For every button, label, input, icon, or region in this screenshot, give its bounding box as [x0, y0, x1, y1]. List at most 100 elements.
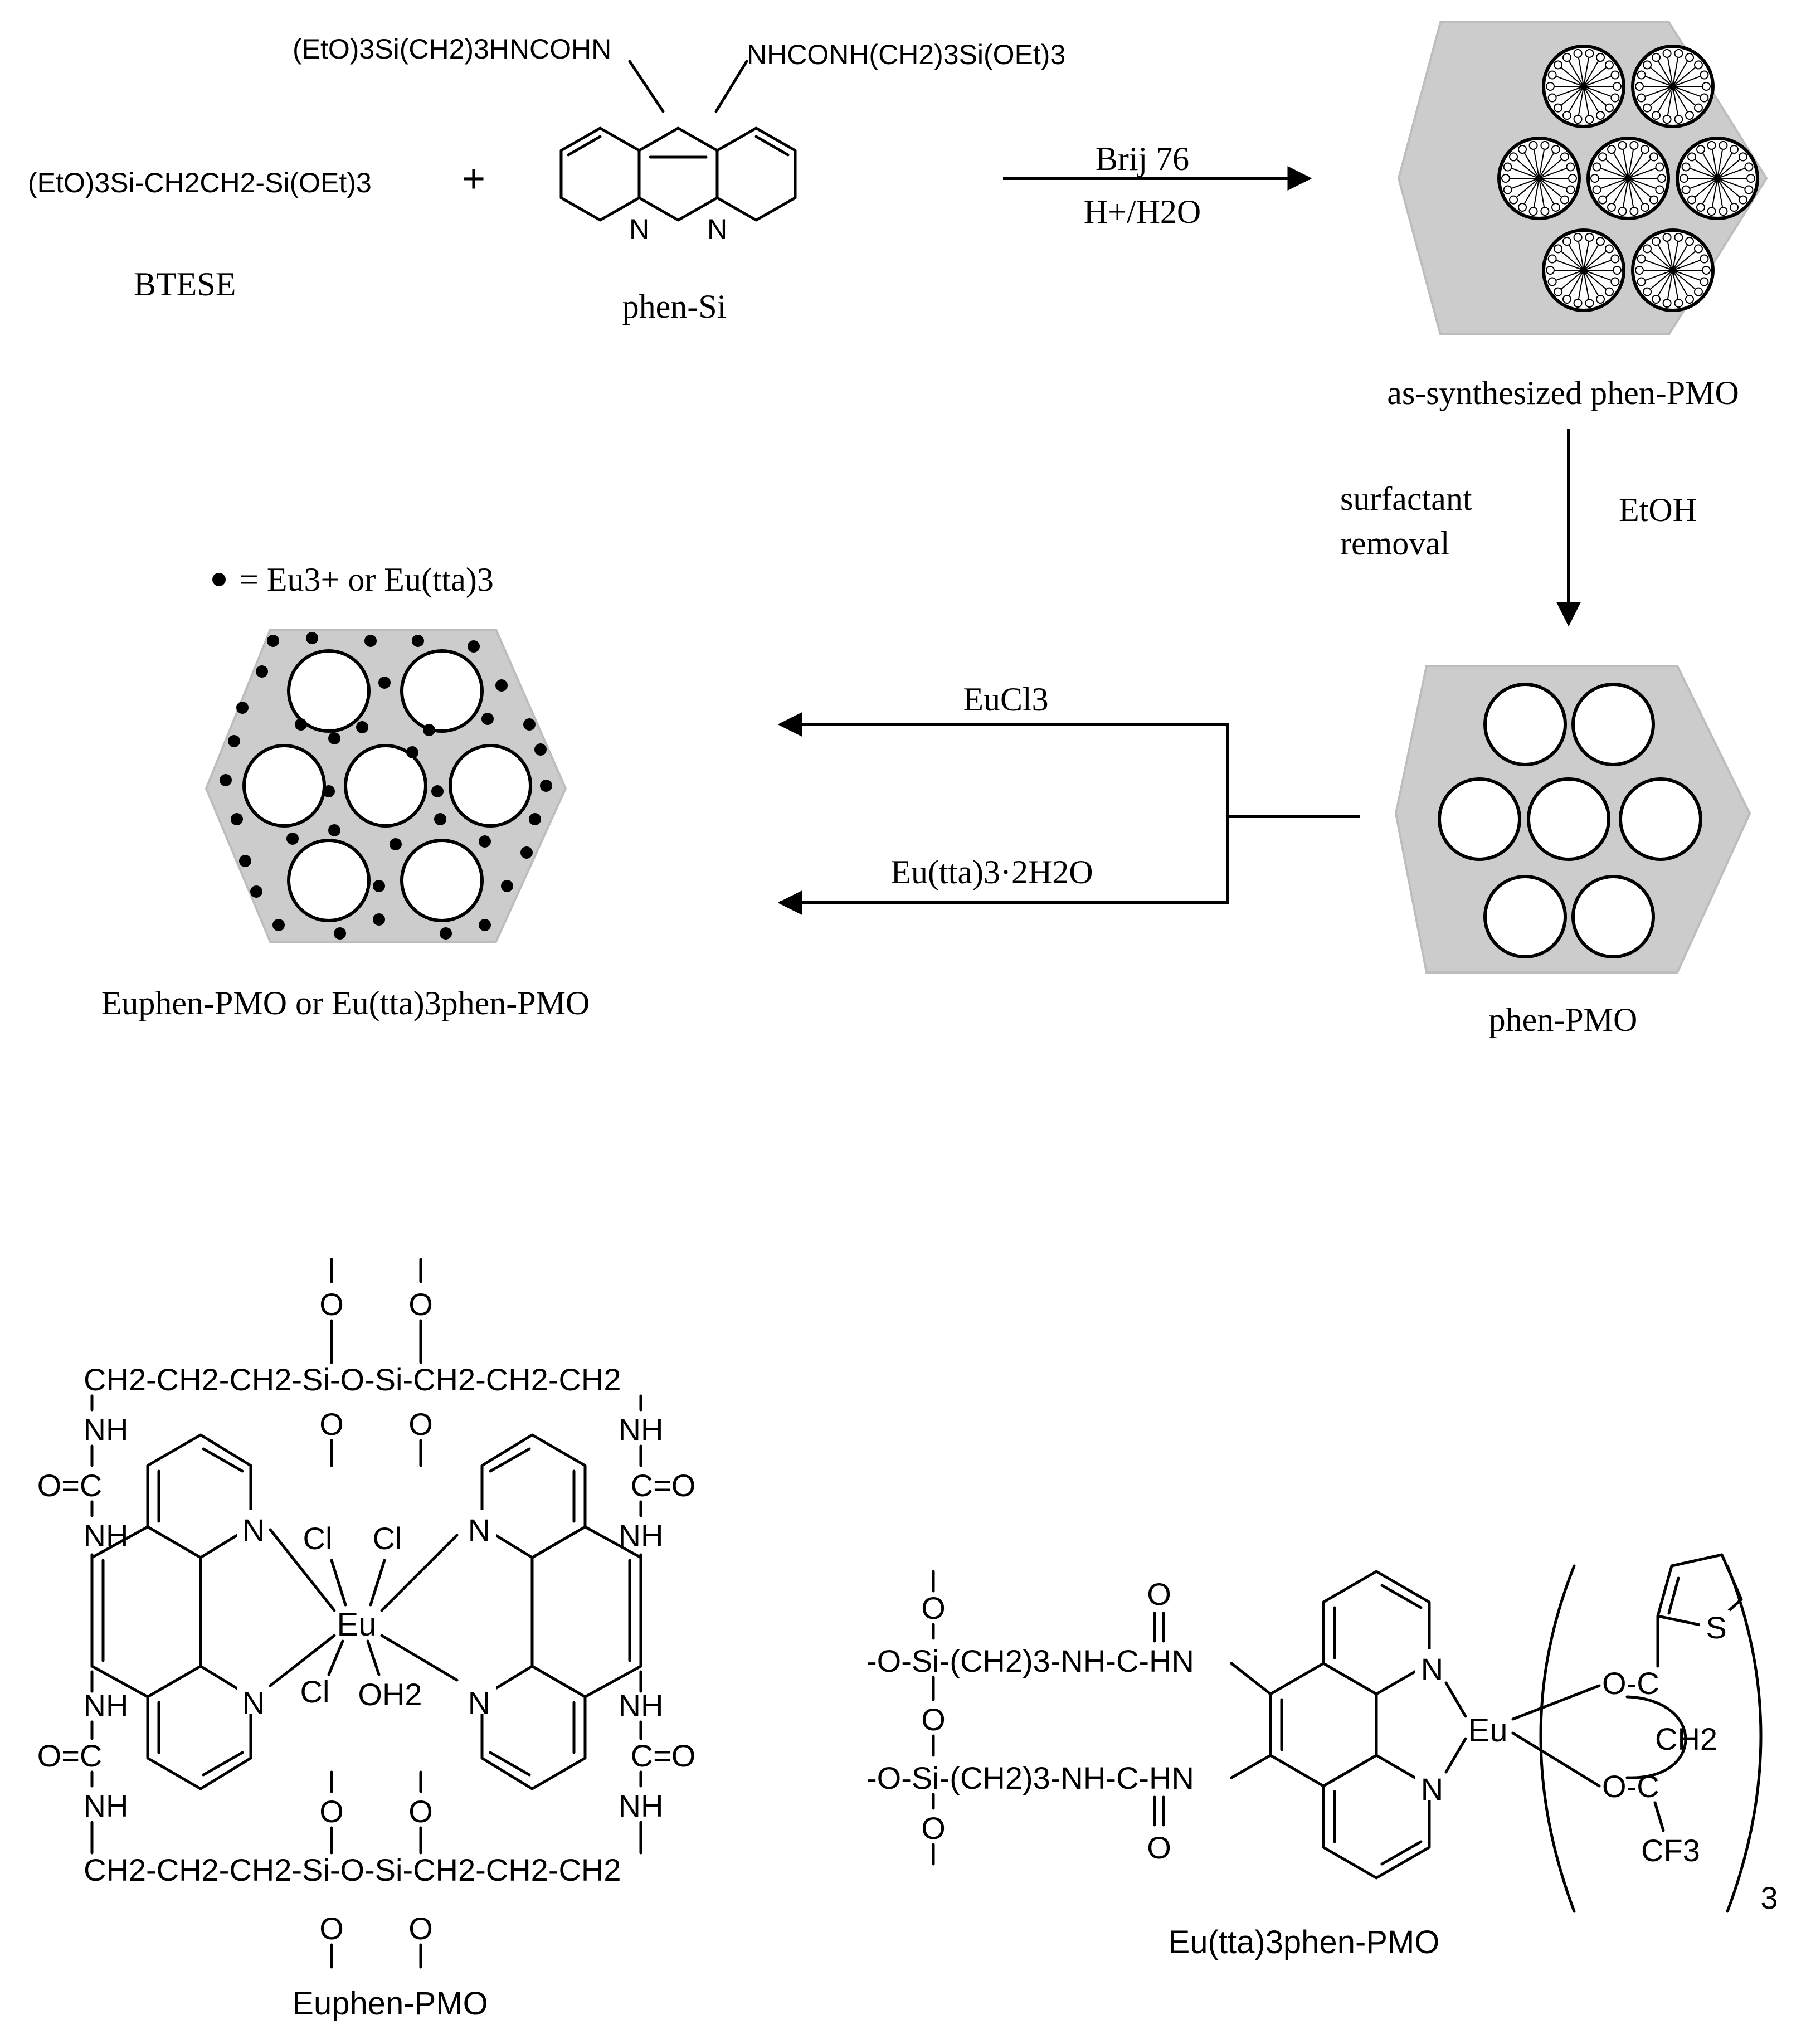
reagent-brij: Brij 76	[1096, 140, 1189, 177]
svg-text:3: 3	[1760, 1880, 1778, 1915]
legend-dot	[212, 573, 226, 586]
eu-dot	[256, 665, 268, 678]
surfactant-micelle	[1586, 137, 1670, 220]
surfactant-micelle	[1542, 228, 1625, 312]
svg-text:CF3: CF3	[1641, 1833, 1700, 1868]
svg-text:N: N	[1421, 1772, 1443, 1807]
svg-text:O: O	[1147, 1830, 1171, 1865]
svg-text:O-C: O-C	[1602, 1666, 1659, 1701]
as-synthesized-pmo-particle	[1397, 21, 1768, 335]
eu-dot	[540, 780, 552, 792]
svg-text:N: N	[242, 1685, 265, 1720]
svg-text:O: O	[408, 1794, 433, 1829]
eu-dot	[534, 743, 547, 756]
svg-text:Cl: Cl	[303, 1521, 333, 1556]
eu-dot	[328, 732, 340, 744]
removal-label-2: removal	[1340, 525, 1450, 562]
phen-si-n-right: N	[707, 213, 727, 245]
eu-dot	[481, 713, 494, 725]
eu-dot	[272, 919, 285, 931]
phen-si-left-substituent: (EtO)3Si(CH2)3HNCOHN	[293, 33, 611, 65]
svg-text:O: O	[319, 1287, 344, 1322]
eutta-label: Eu(tta)3phen-PMO	[1169, 1924, 1440, 1960]
eu-dot	[228, 735, 240, 747]
eu-dot	[250, 885, 262, 898]
svg-text:NH: NH	[84, 1688, 129, 1723]
eu-dot	[529, 813, 541, 825]
eu-dot	[364, 635, 377, 647]
svg-text:O-C: O-C	[1602, 1769, 1659, 1804]
removal-solvent: EtOH	[1619, 491, 1697, 528]
eu-dot	[479, 835, 491, 848]
eu-dot	[373, 913, 385, 926]
euphen-pmo-particle	[205, 629, 567, 943]
eu-dot	[334, 927, 346, 940]
svg-text:NH: NH	[619, 1788, 664, 1823]
svg-text:O: O	[319, 1407, 344, 1442]
phen-si-n-left: N	[629, 213, 649, 245]
phen-pmo-label: phen-PMO	[1489, 1001, 1638, 1038]
euphen-bottom-chain: CH2-CH2-CH2-Si-O-Si-CH2-CH2-CH2	[84, 1852, 621, 1887]
eu-dot	[356, 721, 368, 733]
eu-dot	[267, 635, 279, 647]
svg-text:O: O	[921, 1811, 946, 1846]
svg-text:O=C: O=C	[37, 1738, 103, 1773]
svg-text:NH: NH	[84, 1518, 129, 1553]
euphen-structure: CH2-CH2-CH2-Si-O-Si-CH2-CH2-CH2 CH2-CH2-…	[37, 1258, 696, 1969]
svg-text:O: O	[319, 1911, 344, 1946]
svg-text:N: N	[242, 1512, 265, 1547]
eutta-chain-top: -O-Si-(CH2)3-NH-C-HN	[867, 1643, 1194, 1678]
surfactant-micelle	[1676, 137, 1759, 220]
svg-text:O: O	[408, 1911, 433, 1946]
svg-text:O: O	[1147, 1576, 1171, 1612]
eu-dot	[220, 774, 232, 786]
svg-text:N: N	[468, 1685, 490, 1720]
plus-sign: +	[462, 157, 485, 201]
eu-dot	[406, 746, 418, 758]
svg-text:Cl: Cl	[373, 1521, 402, 1556]
svg-text:N: N	[468, 1512, 490, 1547]
eutta-structure: O -O-Si-(CH2)3-NH-C-HN O -O-Si-(CH2)3-NH…	[867, 1553, 1778, 1915]
eu-dot	[468, 640, 480, 653]
eutta-label: Eu(tta)3·2H2O	[890, 854, 1093, 890]
svg-text:O: O	[408, 1407, 433, 1442]
svg-text:O=C: O=C	[37, 1468, 103, 1503]
eu-dot	[328, 824, 340, 836]
euphen-label: Euphen-PMO	[292, 1985, 488, 2022]
surfactant-micelle	[1497, 137, 1581, 220]
eu-dot	[440, 927, 452, 940]
surfactant-micelle	[1631, 45, 1715, 128]
eu-dot	[523, 718, 536, 731]
eu-dot	[286, 833, 299, 845]
eu-dot	[295, 718, 307, 731]
eutta-chain-bottom: -O-Si-(CH2)3-NH-C-HN	[867, 1760, 1194, 1795]
svg-text:O: O	[921, 1702, 946, 1737]
eu-dot	[479, 919, 491, 931]
svg-text:O: O	[408, 1287, 433, 1322]
svg-text:S: S	[1706, 1610, 1726, 1645]
eu-dot	[501, 880, 513, 892]
legend-text: = Eu3+ or Eu(tta)3	[240, 561, 494, 598]
eu-dot	[378, 677, 391, 689]
eu-dot	[306, 632, 318, 644]
svg-text:C=O: C=O	[631, 1738, 696, 1773]
eu-dot	[231, 813, 243, 825]
svg-text:O: O	[921, 1590, 946, 1626]
eu-dot	[390, 838, 402, 850]
phen-pmo-particle	[1394, 665, 1751, 974]
svg-text:Cl: Cl	[300, 1674, 330, 1709]
eu-dot	[423, 724, 435, 736]
eu-dot	[412, 635, 424, 647]
eu-dot	[434, 813, 446, 825]
svg-text:O: O	[319, 1794, 344, 1829]
btese-label: BTESE	[134, 266, 236, 303]
svg-text:NH: NH	[619, 1412, 664, 1447]
phen-si-label: phen-Si	[622, 288, 727, 325]
euphen-eu: Eu	[337, 1607, 377, 1643]
btese-formula: (EtO)3Si-CH2CH2-Si(OEt)3	[28, 167, 372, 198]
eu-dot	[495, 679, 508, 692]
as-synthesized-label: as-synthesized phen-PMO	[1387, 374, 1739, 411]
svg-text:NH: NH	[84, 1412, 129, 1447]
eu-dot	[323, 785, 335, 797]
